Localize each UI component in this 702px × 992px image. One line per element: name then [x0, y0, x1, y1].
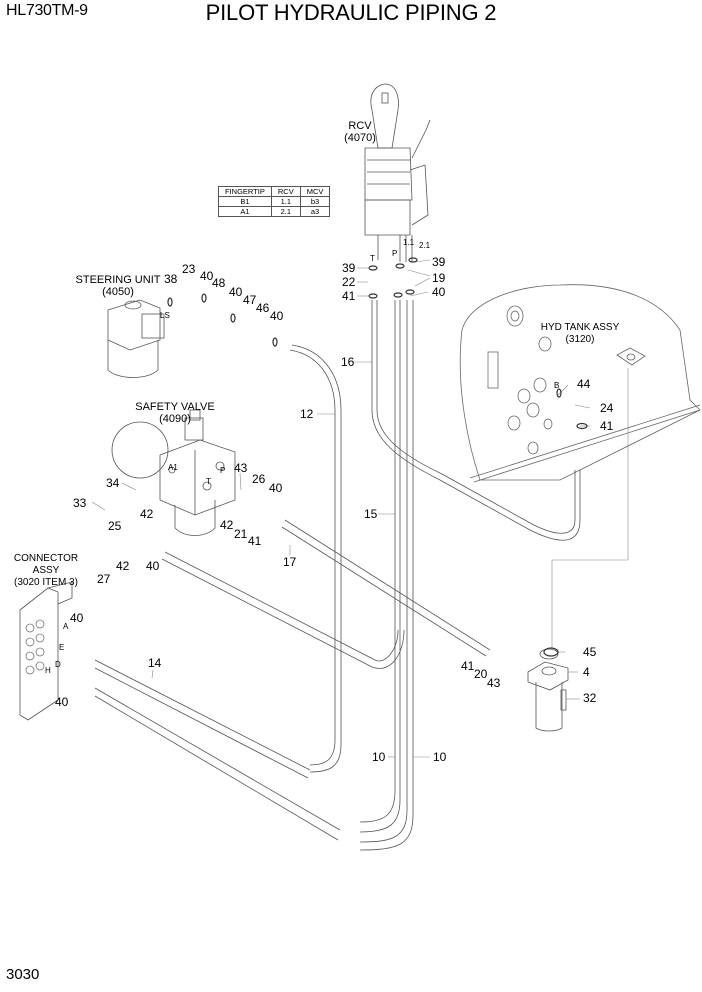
safety-valve-name: SAFETY VALVE [135, 401, 215, 413]
callout-42: 42 [220, 518, 234, 532]
callout-40: 40 [55, 695, 69, 709]
callout-42: 42 [116, 559, 130, 573]
port-label-ls: LS [160, 311, 170, 320]
return-block [527, 648, 569, 732]
callout-40: 40 [269, 481, 283, 495]
table-cell: A1 [218, 206, 272, 217]
port-label-1-1: 1.1 [403, 238, 415, 247]
fingertip-table: FINGERTIP RCV MCV B1 1.1 b3 A1 2.1 a3 [218, 186, 331, 217]
table-cell: B1 [218, 196, 272, 207]
port-label-t: T [370, 254, 375, 263]
table-cell: 2.1 [270, 206, 301, 217]
model-number: HL730TM-9 [6, 2, 88, 19]
connector-assy-ref: (3020 ITEM 3) [14, 577, 78, 588]
callout-42: 42 [140, 507, 154, 521]
callout-40: 40 [432, 285, 446, 299]
rcv-ref: (4070) [344, 132, 376, 144]
steering-unit-ref: (4050) [102, 286, 134, 298]
rcv-joystick [364, 83, 431, 262]
port-label-h: H [45, 666, 51, 675]
callout-43: 43 [487, 676, 501, 690]
table-header: FINGERTIP [218, 186, 272, 197]
hoses [94, 300, 581, 851]
callout-14: 14 [148, 656, 162, 670]
port-label-a: A [63, 622, 69, 631]
callout-19: 19 [432, 271, 446, 285]
table-row: B1 1.1 b3 [218, 196, 331, 207]
callout-39: 39 [432, 255, 446, 269]
callout-41: 41 [248, 534, 262, 548]
callout-34: 34 [106, 476, 120, 490]
callout-38: 38 [164, 272, 178, 286]
table-cell: a3 [299, 206, 331, 217]
callout-4: 4 [583, 665, 590, 679]
rcv-label: RCV (4070) [330, 120, 390, 144]
port-label-2-1: 2.1 [419, 241, 431, 250]
table-header: MCV [299, 186, 331, 197]
callout-44: 44 [577, 377, 591, 391]
callout-45: 45 [583, 645, 597, 659]
port-label-b: B [554, 381, 560, 390]
safety-valve-ref: (4090) [159, 413, 191, 425]
callout-16: 16 [341, 355, 355, 369]
hyd-tank-outline [459, 284, 701, 483]
callout-26: 26 [252, 472, 266, 486]
table-header: RCV [270, 186, 301, 197]
port-label-e: E [59, 643, 65, 652]
port-label-sv-p: P [220, 466, 226, 475]
callout-40: 40 [146, 559, 160, 573]
port-label-d: D [55, 660, 61, 669]
callout-39: 39 [342, 261, 356, 275]
callout-23: 23 [182, 262, 196, 276]
callout-24: 24 [600, 401, 614, 415]
steering-unit-name: STEERING UNIT [75, 274, 161, 286]
callout-40: 40 [270, 309, 284, 323]
table-row: A1 2.1 a3 [218, 206, 331, 217]
callout-40: 40 [229, 285, 243, 299]
callout-25: 25 [108, 519, 122, 533]
port-label-sv-t: T [206, 477, 211, 486]
page-number: 3030 [6, 966, 40, 983]
o-rings [167, 257, 588, 657]
callout-47: 47 [243, 293, 257, 307]
callout-41: 41 [461, 659, 475, 673]
hyd-tank-label: HYD TANK ASSY (3120) [540, 322, 620, 346]
callout-21: 21 [234, 527, 248, 541]
rcv-name: RCV [348, 120, 372, 132]
callout-41: 41 [600, 419, 614, 433]
steering-unit [107, 299, 165, 378]
callout-33: 33 [73, 496, 87, 510]
table-header-row: FINGERTIP RCV MCV [218, 186, 331, 197]
table-cell: 1.1 [270, 196, 301, 207]
page-title: PILOT HYDRAULIC PIPING 2 [205, 0, 497, 25]
safety-valve-label: SAFETY VALVE (4090) [130, 401, 220, 425]
table-cell: b3 [299, 196, 331, 207]
port-label-a1: A1 [168, 463, 178, 472]
hyd-tank-name: HYD TANK ASSY [540, 322, 620, 333]
connector-assy-label: CONNECTOR ASSY (3020 ITEM 3) [0, 553, 92, 589]
callout-10: 10 [433, 750, 447, 764]
callout-32: 32 [583, 691, 597, 705]
callout-22: 22 [342, 275, 356, 289]
safety-valve [111, 409, 236, 536]
callout-17: 17 [283, 555, 297, 569]
callout-15: 15 [364, 507, 378, 521]
callout-46: 46 [256, 301, 270, 315]
callout-40: 40 [200, 269, 214, 283]
steering-unit-label: STEERING UNIT (4050) [68, 274, 168, 298]
callout-48: 48 [212, 276, 226, 290]
hyd-tank-ref: (3120) [565, 334, 595, 345]
callout-20: 20 [474, 667, 488, 681]
connector-assy-name: CONNECTOR ASSY [13, 553, 79, 576]
leader-lines [91, 259, 629, 758]
callout-43: 43 [234, 461, 248, 475]
callout-10: 10 [372, 750, 386, 764]
callout-40: 40 [70, 611, 84, 625]
connector-assy [19, 581, 73, 721]
port-label-p: P [392, 249, 398, 258]
callout-41: 41 [342, 289, 356, 303]
callout-12: 12 [300, 407, 314, 421]
callout-27: 27 [97, 572, 111, 586]
